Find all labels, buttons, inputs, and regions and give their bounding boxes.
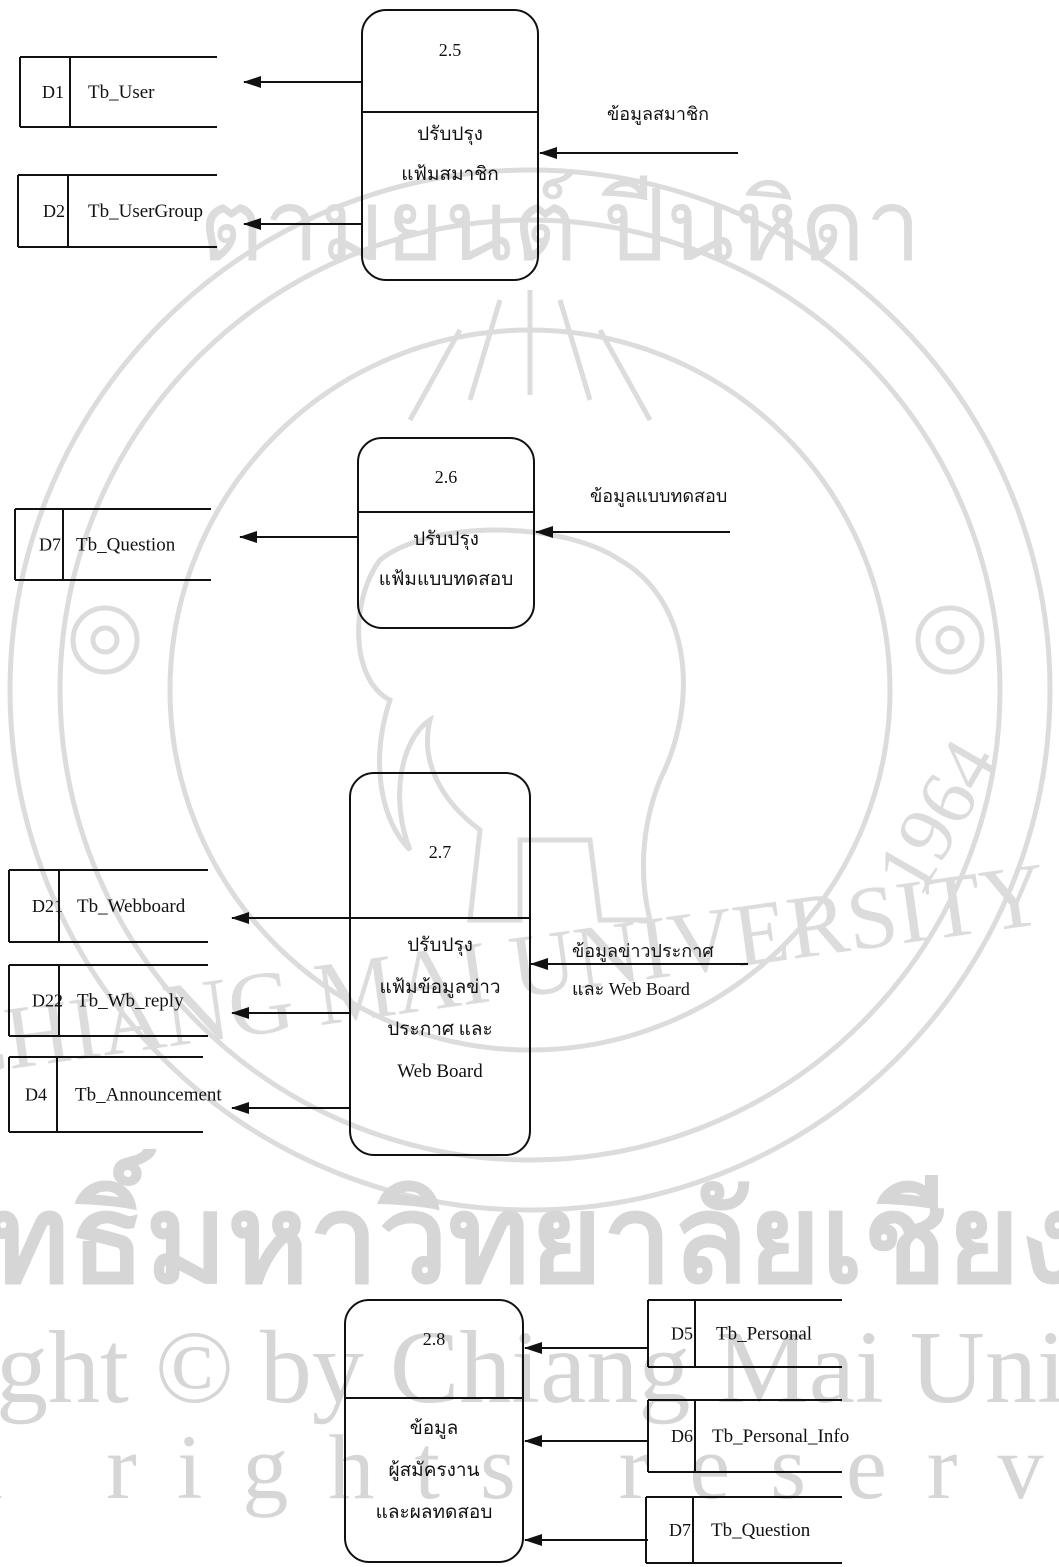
flow-group — [231, 76, 748, 1546]
process-group: 2.5ปรับปรุงแฟ้มสมาชิก2.6ปรับปรุงแฟ้มแบบท… — [344, 9, 539, 1563]
process-label-line: Web Board — [397, 1061, 483, 1082]
datastore-code: D4 — [25, 1085, 47, 1105]
datastore-code: D21 — [32, 896, 63, 916]
process-box — [344, 1299, 524, 1563]
datastore-d1: D1 Tb_User — [19, 56, 217, 128]
process-label-line: และผลทดสอบ — [376, 1502, 493, 1523]
flow-label: ข้อมูลข่าวประกาศ — [572, 941, 714, 962]
datastore-name: Tb_Question — [76, 535, 176, 556]
datastore-d7: D7 Tb_Question — [645, 1496, 842, 1564]
process-label-line: ปรับปรุง — [417, 124, 483, 146]
datastore-name: Tb_Webboard — [77, 896, 186, 917]
process-id: 2.6 — [435, 467, 458, 487]
flow-label: ข้อมูลสมาชิก — [607, 104, 709, 125]
process-label-line: แฟ้มแบบทดสอบ — [379, 569, 514, 590]
datastore-d7: D7 Tb_Question — [14, 508, 211, 581]
process-id: 2.8 — [423, 1329, 446, 1349]
watermark-line-1: ลิขสิทธิ์มหาวิทยาลัยเชียงใหม่ — [0, 1148, 1059, 1312]
watermark-seal-top-text: ตามยนต์ ปีนหิดา — [199, 171, 922, 282]
datastore-d4: D4 Tb_Announcement — [8, 1056, 222, 1133]
process-label-line: แฟ้มสมาชิก — [401, 164, 498, 185]
datastore-code: D6 — [671, 1426, 693, 1446]
datastore-d21: D21 Tb_Webboard — [8, 869, 208, 943]
datastore-name: Tb_Question — [711, 1520, 811, 1541]
process-label-line: ปรับปรุง — [407, 935, 473, 957]
process-box — [361, 9, 539, 281]
process-label-line: ข้อมูล — [410, 1418, 459, 1439]
watermark-line-2: Copyright © by Chiang Mai University — [0, 1310, 1059, 1425]
datastore-code: D5 — [671, 1324, 693, 1344]
datastore-d6: D6 Tb_Personal_Info — [647, 1399, 849, 1473]
datastore-name: Tb_Announcement — [75, 1085, 222, 1106]
process-label-line: ผู้สมัครงาน — [388, 1460, 479, 1481]
datastore-code: D2 — [43, 201, 65, 221]
flow-label-group: ข้อมูลสมาชิกข้อมูลแบบทดสอบข้อมูลข่าวประก… — [572, 104, 727, 999]
datastore-name: Tb_UserGroup — [88, 201, 203, 222]
datastore-d22: D22 Tb_Wb_reply — [8, 964, 208, 1037]
university-seal-icon — [7, 167, 1053, 1213]
process-label-line: ปรับปรุง — [413, 529, 479, 551]
process-2-6: 2.6 ปรับปรุงแฟ้มแบบทดสอบ — [357, 437, 535, 629]
watermark-line-3: All rights reserved — [0, 1416, 1059, 1518]
process-label-line: แฟ้มข้อมูลข่าว — [379, 977, 500, 998]
datastore-code: D1 — [42, 82, 64, 102]
flow-label: ข้อมูลแบบทดสอบ — [590, 486, 727, 507]
datastore-code: D7 — [669, 1520, 691, 1540]
datastore-d5: D5 Tb_Personal — [647, 1299, 842, 1368]
datastore-name: Tb_Personal — [716, 1324, 812, 1345]
datastore-code: D7 — [39, 535, 61, 555]
datastore-name: Tb_Personal_Info — [712, 1426, 849, 1447]
datastore-name: Tb_Wb_reply — [77, 991, 184, 1012]
process-box — [357, 437, 535, 629]
flow-label: และ Web Board — [572, 979, 690, 999]
datastore-name: Tb_User — [88, 82, 155, 103]
datastore-d2: D2 Tb_UserGroup — [17, 174, 217, 248]
datastore-code: D22 — [32, 991, 63, 1011]
process-2-5: 2.5 ปรับปรุงแฟ้มสมาชิก — [361, 9, 539, 281]
process-id: 2.5 — [439, 40, 462, 60]
process-label-line: ประกาศ และ — [387, 1019, 493, 1040]
process-id: 2.7 — [429, 842, 452, 862]
